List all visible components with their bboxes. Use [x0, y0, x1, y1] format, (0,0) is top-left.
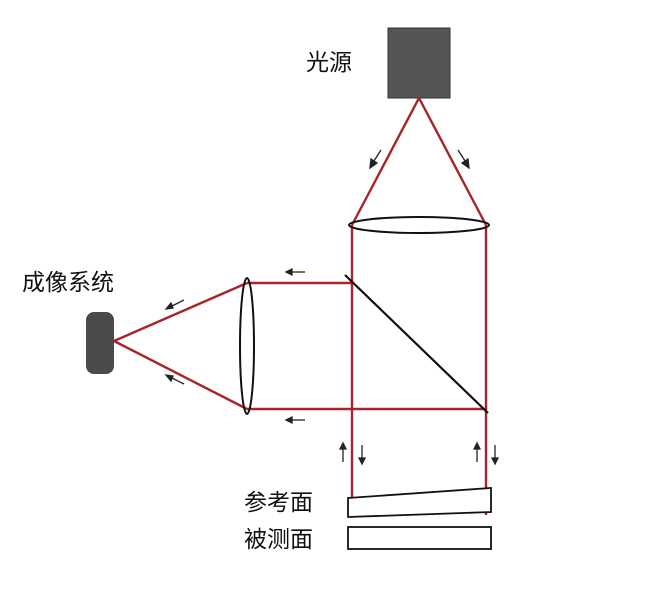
- arrow-down-right-beam-icon: [490, 445, 500, 466]
- reference-surface-label: 参考面: [244, 490, 313, 516]
- light-source-label: 光源: [306, 50, 352, 76]
- beam-converge-bottom: [113, 339, 248, 411]
- arrow-up-right-beam-icon: [472, 441, 482, 462]
- direction-arrows: [164, 149, 500, 466]
- arrow-down-left-beam-icon: [357, 445, 367, 466]
- beam-splitter: [344, 274, 489, 414]
- camera-block: [86, 312, 114, 374]
- beam-converge-top: [113, 281, 248, 343]
- arrow-lower-left-icon: [164, 374, 185, 385]
- test-surface-label: 被测面: [244, 527, 313, 553]
- imaging-lens: [239, 277, 255, 415]
- arrow-down-right-icon: [457, 149, 470, 170]
- arrow-down-left-icon: [369, 149, 382, 170]
- arrow-up-left-beam-icon: [338, 441, 348, 462]
- beam-source-left: [350, 97, 421, 226]
- arrow-left-bottom-icon: [284, 415, 305, 425]
- arrow-up-left-icon: [164, 299, 185, 310]
- beam-source-right: [417, 97, 488, 226]
- collimating-lens: [348, 216, 490, 234]
- beam-paths: [113, 97, 488, 515]
- reference-surface: [347, 487, 492, 518]
- light-source-block: [387, 27, 451, 99]
- imaging-system-label: 成像系统: [22, 270, 114, 296]
- test-surface: [347, 526, 492, 550]
- arrow-left-top-icon: [284, 267, 305, 277]
